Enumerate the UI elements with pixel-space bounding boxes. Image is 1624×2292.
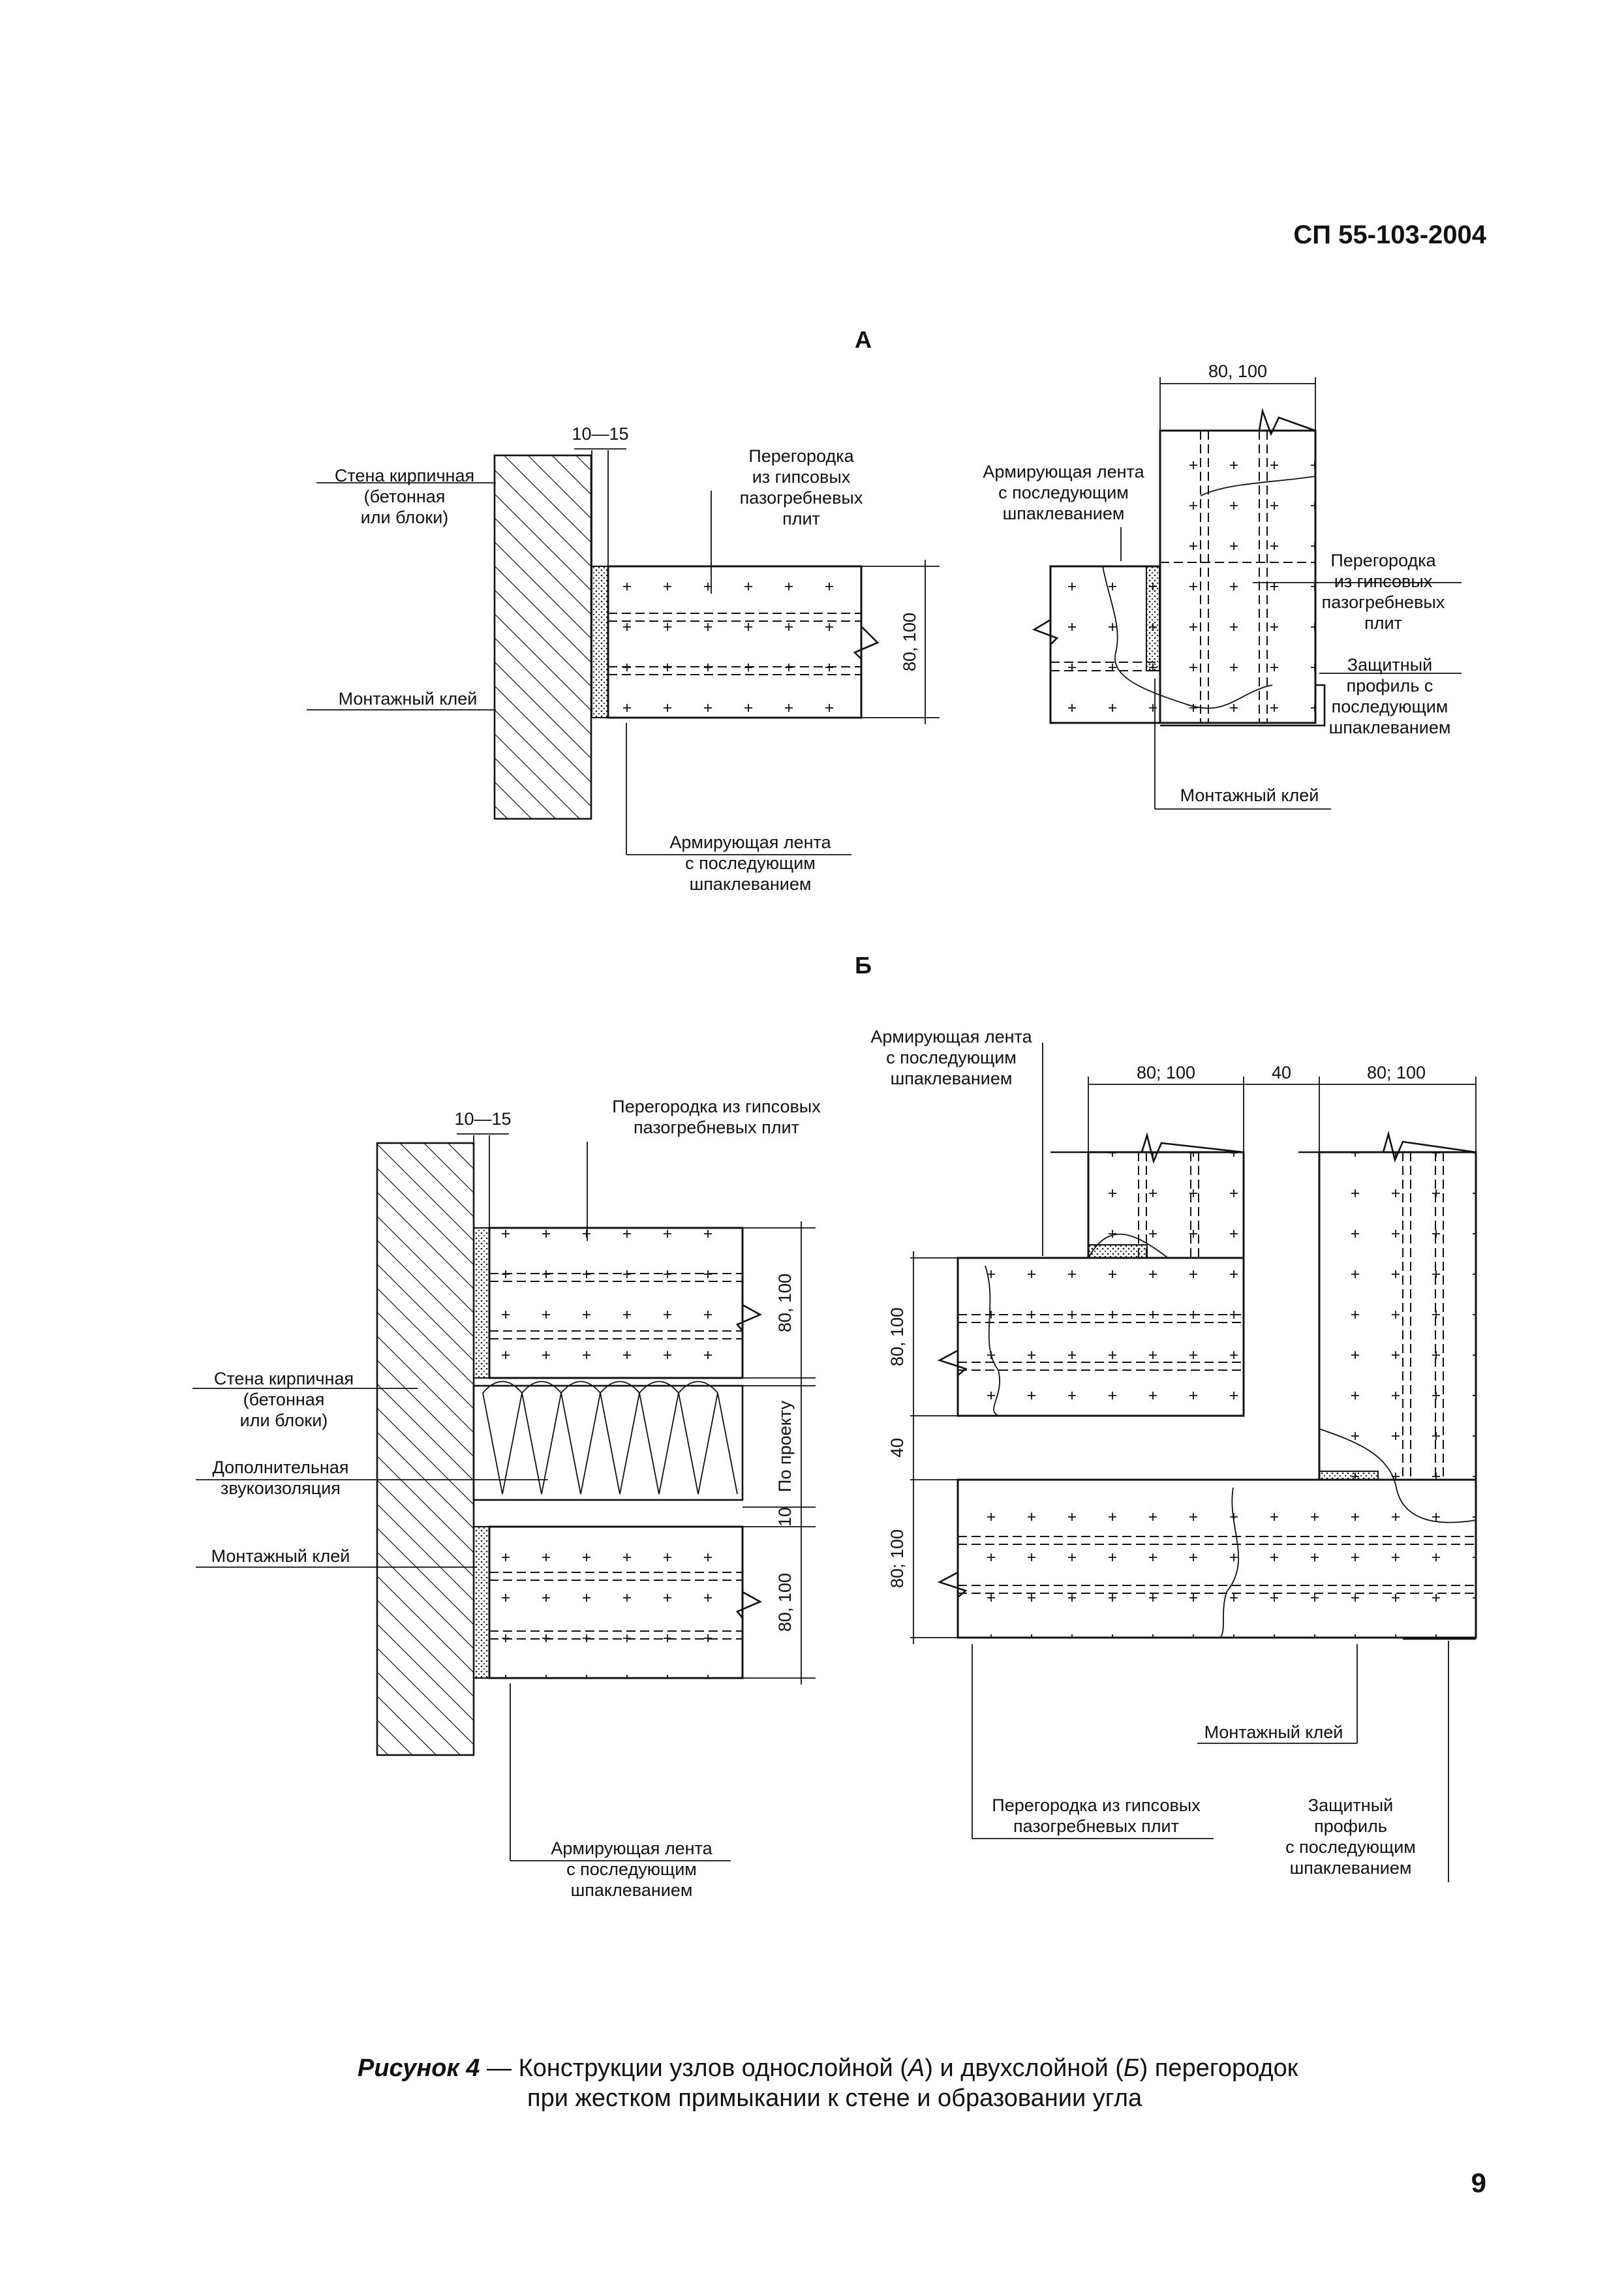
svg-text:или блоки): или блоки) bbox=[361, 508, 449, 527]
dim-b-right-panel: 80; 100 bbox=[1367, 1063, 1426, 1082]
standard-code: СП 55-103-2004 bbox=[1293, 221, 1486, 249]
svg-text:с последующим: с последующим bbox=[886, 1048, 1017, 1067]
section-b-letter: Б bbox=[855, 952, 872, 979]
svg-text:с последующим: с последующим bbox=[1285, 1837, 1416, 1857]
label-glue-a-right: Монтажный клей bbox=[1180, 786, 1319, 805]
label-partition-b-left: Перегородка из гипсовых пазогребневых пл… bbox=[612, 1097, 821, 1137]
label-partition-a-left: Перегородка из гипсовых пазогребневых пл… bbox=[740, 446, 863, 528]
svg-text:последующим: последующим bbox=[1332, 697, 1448, 716]
label-glue-b-right: Монтажный клей bbox=[1204, 1722, 1343, 1742]
label-tape-a-left: Армирующая лента с последующим шпаклеван… bbox=[669, 833, 831, 894]
svg-text:или блоки): или блоки) bbox=[240, 1411, 328, 1430]
label-profile-b-right: Защитный профиль с последующим шпаклеван… bbox=[1285, 1795, 1416, 1878]
gap-dim-b: 10—15 bbox=[454, 1109, 511, 1129]
svg-text:Армирующая лента: Армирующая лента bbox=[870, 1027, 1032, 1047]
svg-text:Стена кирпичная: Стена кирпичная bbox=[335, 466, 474, 485]
svg-text:шпаклеванием: шпаклеванием bbox=[571, 1880, 693, 1900]
svg-text:Армирующая лента: Армирующая лента bbox=[669, 833, 831, 852]
dim-b-gap-top: 40 bbox=[1272, 1063, 1291, 1082]
svg-text:шпаклеванием: шпаклеванием bbox=[1329, 718, 1451, 737]
gap-dim-a: 10—15 bbox=[572, 424, 628, 444]
brick-wall-a bbox=[493, 454, 592, 820]
svg-text:Защитный: Защитный bbox=[1308, 1795, 1393, 1815]
mounting-glue-b-bottom bbox=[473, 1526, 490, 1679]
label-glue-b-left: Монтажный клей bbox=[211, 1546, 350, 1566]
svg-text:профиль: профиль bbox=[1314, 1816, 1387, 1836]
label-insulation-b: Дополнительная звукоизоляция bbox=[213, 1458, 349, 1498]
svg-text:пазогребневых: пазогребневых bbox=[1322, 592, 1445, 612]
sound-insulation bbox=[472, 1384, 744, 1501]
brick-wall-b bbox=[376, 1142, 475, 1756]
svg-text:профиль с: профиль с bbox=[1347, 676, 1433, 695]
section-a-letter: А bbox=[855, 326, 872, 353]
svg-text:Армирующая лента: Армирующая лента bbox=[551, 1839, 712, 1858]
svg-text:Перегородка: Перегородка bbox=[748, 446, 854, 466]
svg-text:Перегородка из гипсовых: Перегородка из гипсовых bbox=[992, 1795, 1201, 1815]
mounting-glue-a bbox=[591, 566, 609, 718]
svg-text:шпаклеванием: шпаклеванием bbox=[690, 874, 812, 894]
label-tape-b-right: Армирующая лента с последующим шпаклеван… bbox=[870, 1027, 1032, 1088]
detail-a-wall-junction: 10—15 80, 100 bbox=[307, 424, 940, 855]
mounting-glue-a-corner bbox=[1146, 566, 1160, 671]
svg-text:из гипсовых: из гипсовых bbox=[752, 467, 851, 487]
vdim-b-top: 80, 100 bbox=[887, 1307, 907, 1366]
dim-b-left-panel: 80; 100 bbox=[1137, 1063, 1195, 1082]
dim-b-top: 80, 100 bbox=[775, 1274, 795, 1332]
svg-text:с последующим: с последующим bbox=[685, 853, 816, 873]
vdim-b-bottom: 80; 100 bbox=[887, 1529, 907, 1588]
label-wall-b: Стена кирпичная (бетонная или блоки) bbox=[214, 1369, 354, 1430]
label-partition-b-right: Перегородка из гипсовых пазогребневых пл… bbox=[992, 1795, 1201, 1836]
svg-text:пазогребневых плит: пазогребневых плит bbox=[1013, 1816, 1179, 1836]
detail-b-wall-junction: 10—15 80, 100 По проекту 10 80, 100 bbox=[192, 1109, 816, 1861]
label-tape-a-right: Армирующая лента с последующим шпаклеван… bbox=[983, 462, 1144, 523]
figure-caption-line1: Рисунок 4 — Конструкции узлов однослойно… bbox=[358, 2055, 1298, 2082]
label-partition-a-right: Перегородка из гипсовых пазогребневых пл… bbox=[1322, 551, 1445, 633]
label-wall-a: Стена кирпичная (бетонная или блоки) bbox=[335, 466, 474, 527]
svg-text:Перегородка из гипсовых: Перегородка из гипсовых bbox=[612, 1097, 821, 1116]
detail-b-corner: 80; 100 40 80; 100 80, 100 40 80; 100 bbox=[887, 1043, 1477, 1882]
svg-text:Стена кирпичная: Стена кирпичная bbox=[214, 1369, 354, 1388]
svg-text:шпаклеванием: шпаклеванием bbox=[1290, 1858, 1412, 1878]
svg-text:(бетонная: (бетонная bbox=[364, 487, 446, 506]
vdim-b-mid: 40 bbox=[887, 1438, 907, 1458]
label-tape-b-left: Армирующая лента с последующим шпаклеван… bbox=[551, 1839, 712, 1900]
figure-caption-line2: при жестком примыкании к стене и образов… bbox=[527, 2085, 1142, 2112]
dim-b-bottom: 80, 100 bbox=[775, 1573, 795, 1632]
label-profile-a-right: Защитный профиль с последующим шпаклеван… bbox=[1329, 655, 1451, 737]
svg-text:(бетонная: (бетонная bbox=[243, 1390, 325, 1409]
dim-b-gap: 10 bbox=[775, 1507, 795, 1527]
svg-text:Армирующая лента: Армирующая лента bbox=[983, 462, 1144, 481]
thickness-dim-a-right: 80, 100 bbox=[1208, 361, 1267, 381]
detail-a-corner: 80, 100 bbox=[1032, 361, 1462, 810]
svg-text:пазогребневых плит: пазогребневых плит bbox=[634, 1118, 799, 1137]
svg-text:с последующим: с последующим bbox=[998, 483, 1129, 502]
mounting-glue-b-top bbox=[473, 1227, 490, 1379]
thickness-dim-a-left: 80, 100 bbox=[900, 613, 919, 671]
svg-text:плит: плит bbox=[782, 509, 820, 528]
svg-text:шпаклеванием: шпаклеванием bbox=[891, 1069, 1013, 1088]
svg-text:звукоизоляция: звукоизоляция bbox=[221, 1478, 341, 1498]
svg-text:плит: плит bbox=[1364, 613, 1402, 633]
svg-text:пазогребневых: пазогребневых bbox=[740, 488, 863, 508]
svg-text:Перегородка: Перегородка bbox=[1330, 551, 1436, 570]
dim-b-mid: По проекту bbox=[775, 1401, 795, 1492]
page-number: 9 bbox=[1471, 2167, 1486, 2198]
svg-text:шпаклеванием: шпаклеванием bbox=[1003, 504, 1125, 523]
svg-text:с последующим: с последующим bbox=[566, 1859, 697, 1879]
label-glue-a-left: Монтажный клей bbox=[339, 689, 478, 709]
svg-text:Защитный: Защитный bbox=[1347, 655, 1432, 675]
svg-text:Дополнительная: Дополнительная bbox=[213, 1458, 349, 1477]
svg-text:из гипсовых: из гипсовых bbox=[1334, 572, 1433, 591]
